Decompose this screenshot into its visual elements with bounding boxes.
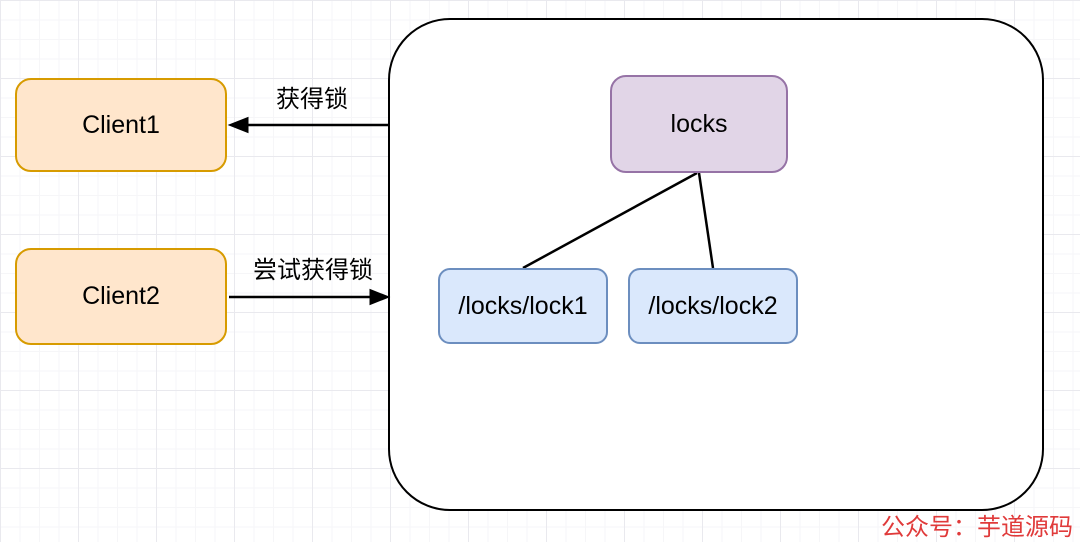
edge-label-try-acquire-lock: 尝试获得锁 <box>253 257 373 284</box>
edge-try-acquire-lock <box>229 288 391 306</box>
node-locks-lock2-label: /locks/lock2 <box>648 291 778 320</box>
node-locks-lock1-label: /locks/lock1 <box>458 291 588 320</box>
edge-label-acquire-lock: 获得锁 <box>276 86 348 113</box>
watermark-text: 公众号：芋道源码 <box>881 514 1073 541</box>
edge-acquire-lock <box>227 116 388 134</box>
node-locks-label: locks <box>670 109 728 138</box>
node-locks-lock2: /locks/lock2 <box>628 268 798 344</box>
node-client2: Client2 <box>15 248 227 345</box>
node-client1: Client1 <box>15 78 227 172</box>
node-locks-lock1: /locks/lock1 <box>438 268 608 344</box>
node-client2-label: Client2 <box>82 282 160 310</box>
arrowhead-left-icon <box>227 116 249 134</box>
arrowhead-right-icon <box>369 288 391 306</box>
node-client1-label: Client1 <box>82 110 160 139</box>
node-locks: locks <box>610 75 788 173</box>
